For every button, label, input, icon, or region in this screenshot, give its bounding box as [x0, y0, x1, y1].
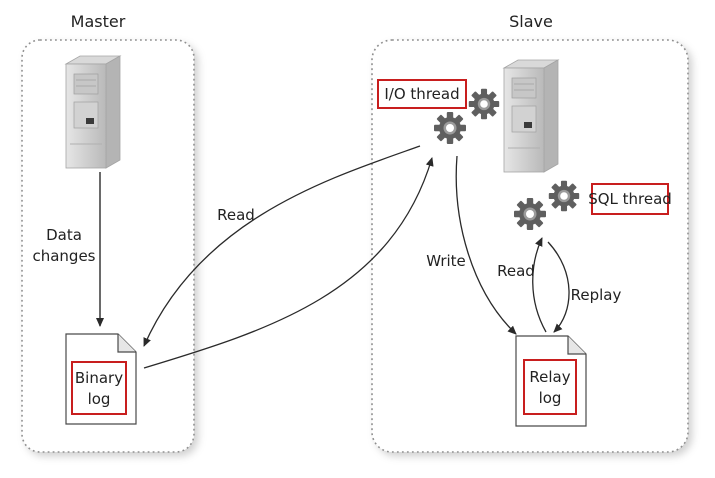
io-thread-label: I/O thread: [384, 85, 459, 103]
relay-log-highlight: [523, 359, 577, 415]
master-server-icon: [65, 55, 121, 169]
data-changes-label-line2: changes: [32, 247, 95, 265]
data-changes-label-line1: Data: [46, 226, 82, 244]
binary-log-document: Binary log: [65, 333, 137, 425]
binary-log-label-line2: log: [88, 390, 111, 408]
slave-server-icon: [503, 59, 559, 173]
io-to-binlog-read-arrow: [143, 145, 421, 347]
io-thread-box: [377, 79, 467, 109]
master-title: Master: [71, 12, 126, 31]
write-arrow: [455, 155, 517, 335]
replay-arrow: [547, 241, 570, 333]
relay-log-label-line1: Relay: [529, 368, 570, 386]
relay-log-document: Relay log: [515, 335, 587, 427]
write-label: Write: [426, 252, 466, 270]
binlog-to-io-arrow: [143, 157, 434, 369]
relay-read-arrow: [532, 237, 547, 333]
sql-gear-icon: [514, 198, 546, 230]
sql-thread-label: SQL thread: [588, 190, 672, 208]
relay-log-label-line2: log: [539, 389, 562, 407]
read-label-master: Read: [217, 206, 255, 224]
sql-gear-small-icon: [548, 180, 580, 212]
io-gear-small-icon: [468, 88, 500, 120]
binary-log-label-line1: Binary: [75, 369, 123, 387]
binary-log-highlight: [71, 361, 127, 415]
master-container: [21, 39, 195, 453]
slave-title: Slave: [509, 12, 553, 31]
io-gear-icon: [434, 112, 466, 144]
sql-thread-box: [591, 183, 669, 215]
read-label-relay: Read: [497, 262, 535, 280]
replay-label: Replay: [571, 286, 622, 304]
